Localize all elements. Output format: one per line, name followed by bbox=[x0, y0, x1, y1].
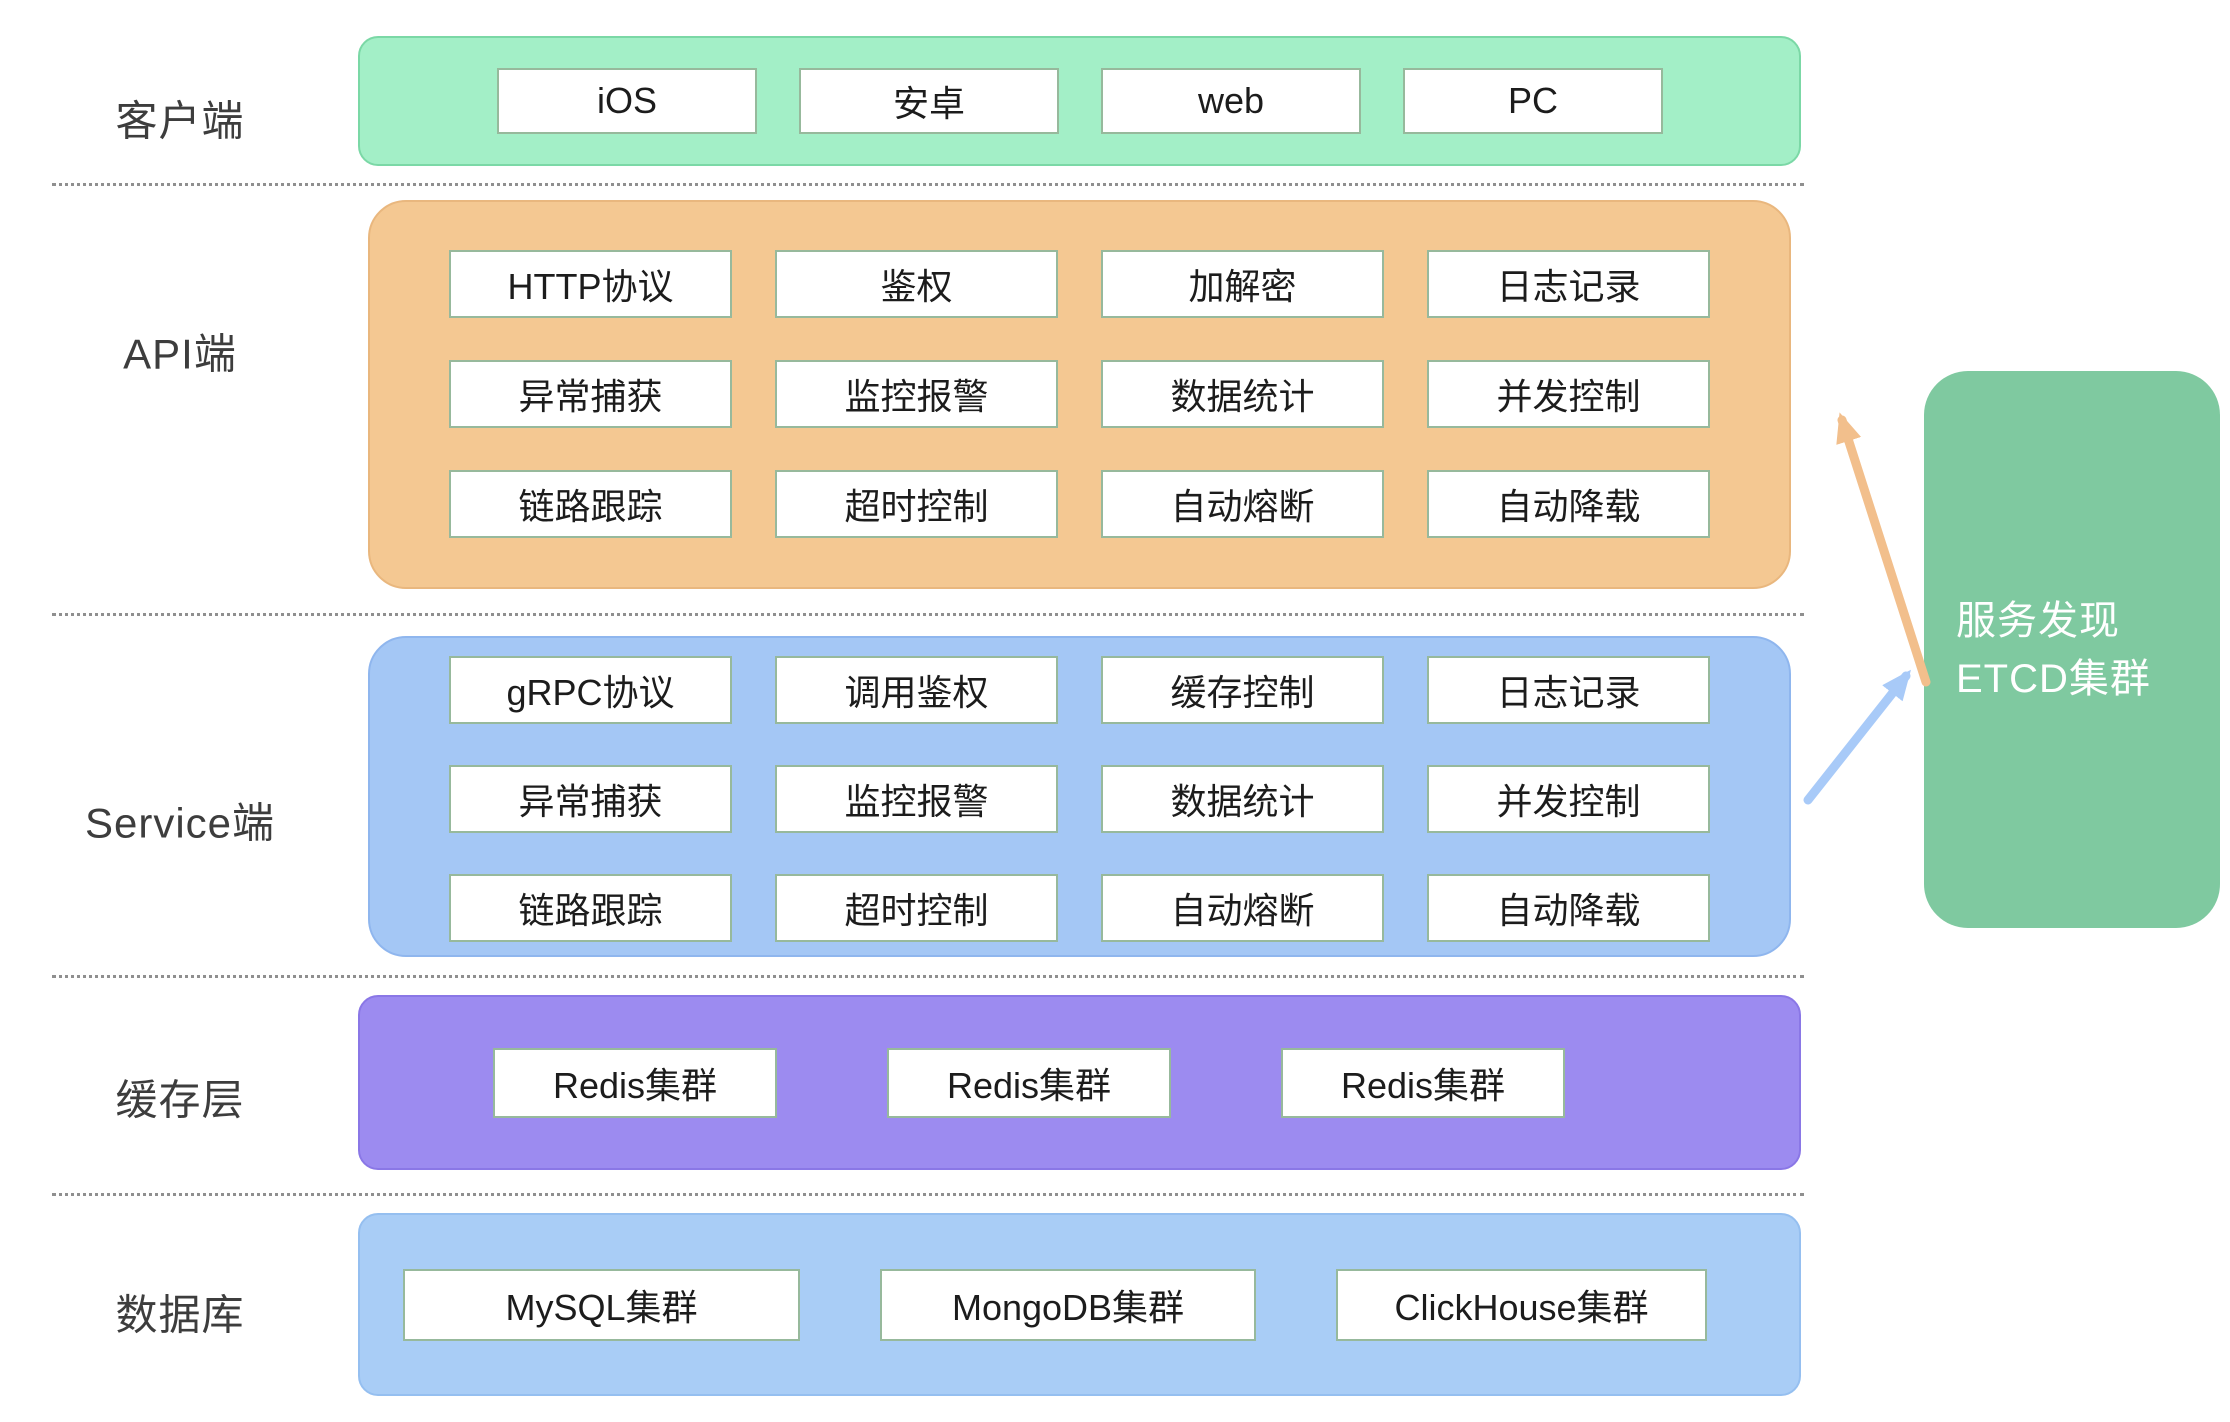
etcd-box: 服务发现 ETCD集群 bbox=[1924, 371, 2220, 928]
api-chip: 监控报警 bbox=[775, 360, 1058, 428]
api-chip: 超时控制 bbox=[775, 470, 1058, 538]
service-chip-row: gRPC协议 调用鉴权 缓存控制 日志记录 bbox=[449, 656, 1789, 724]
client-chip: web bbox=[1101, 68, 1361, 134]
service-chip: 链路跟踪 bbox=[449, 874, 732, 942]
layer-label-db: 数据库 bbox=[115, 1291, 245, 1339]
api-chip: 自动熔断 bbox=[1101, 470, 1384, 538]
layer-label-service: Service端 bbox=[84, 799, 276, 847]
dotted-separator bbox=[52, 613, 1804, 616]
dotted-separator bbox=[52, 975, 1804, 978]
db-chip: ClickHouse集群 bbox=[1336, 1268, 1707, 1341]
client-layer: iOS 安卓 web PC bbox=[358, 36, 1801, 166]
api-layer: HTTP协议 鉴权 加解密 日志记录 异常捕获 监控报警 数据统计 并发控制 链… bbox=[368, 200, 1791, 589]
api-chip: 异常捕获 bbox=[449, 360, 732, 428]
service-layer: gRPC协议 调用鉴权 缓存控制 日志记录 异常捕获 监控报警 数据统计 并发控… bbox=[368, 636, 1791, 957]
cache-chip: Redis集群 bbox=[493, 1047, 777, 1118]
etcd-label-line: 服务发现 bbox=[1956, 598, 2120, 643]
service-chip: 数据统计 bbox=[1101, 765, 1384, 833]
client-chip: PC bbox=[1403, 68, 1663, 134]
service-chip: 自动降载 bbox=[1427, 874, 1710, 942]
arrow-service-to-etcd bbox=[1803, 669, 1911, 805]
service-chip: 调用鉴权 bbox=[775, 656, 1058, 724]
service-chip: 异常捕获 bbox=[449, 765, 732, 833]
api-chip: HTTP协议 bbox=[449, 250, 732, 318]
api-chip: 并发控制 bbox=[1427, 360, 1710, 428]
client-chip: 安卓 bbox=[799, 68, 1059, 134]
service-chip-row: 链路跟踪 超时控制 自动熔断 自动降载 bbox=[449, 874, 1789, 942]
db-chip: MySQL集群 bbox=[403, 1268, 800, 1341]
service-chip: gRPC协议 bbox=[449, 656, 732, 724]
service-chip: 缓存控制 bbox=[1101, 656, 1384, 724]
client-chip: iOS bbox=[497, 68, 757, 134]
api-chip: 鉴权 bbox=[775, 250, 1058, 318]
db-chip: MongoDB集群 bbox=[880, 1268, 1256, 1341]
cache-chip: Redis集群 bbox=[1281, 1047, 1565, 1118]
service-chip: 超时控制 bbox=[775, 874, 1058, 942]
arrow-etcd-to-api bbox=[1836, 412, 1931, 687]
api-chip: 链路跟踪 bbox=[449, 470, 732, 538]
service-chip-row: 异常捕获 监控报警 数据统计 并发控制 bbox=[449, 765, 1789, 833]
dotted-separator bbox=[52, 183, 1804, 186]
cache-chip: Redis集群 bbox=[887, 1047, 1171, 1118]
etcd-label-line: ETCD集群 bbox=[1956, 656, 2151, 701]
service-chip: 自动熔断 bbox=[1101, 874, 1384, 942]
api-chip: 日志记录 bbox=[1427, 250, 1710, 318]
layer-label-client: 客户端 bbox=[115, 97, 245, 145]
service-chip: 监控报警 bbox=[775, 765, 1058, 833]
api-chip-row: 链路跟踪 超时控制 自动熔断 自动降载 bbox=[449, 470, 1789, 538]
service-chip: 并发控制 bbox=[1427, 765, 1710, 833]
api-chip: 加解密 bbox=[1101, 250, 1384, 318]
api-chip-row: HTTP协议 鉴权 加解密 日志记录 bbox=[449, 250, 1789, 318]
cache-layer: Redis集群 Redis集群 Redis集群 bbox=[358, 995, 1801, 1170]
database-layer: MySQL集群 MongoDB集群 ClickHouse集群 bbox=[358, 1213, 1801, 1396]
layer-label-api: API端 bbox=[123, 330, 237, 378]
service-chip: 日志记录 bbox=[1427, 656, 1710, 724]
dotted-separator bbox=[52, 1193, 1804, 1196]
layer-label-cache: 缓存层 bbox=[115, 1076, 245, 1124]
api-chip: 自动降载 bbox=[1427, 470, 1710, 538]
api-chip: 数据统计 bbox=[1101, 360, 1384, 428]
api-chip-row: 异常捕获 监控报警 数据统计 并发控制 bbox=[449, 360, 1789, 428]
